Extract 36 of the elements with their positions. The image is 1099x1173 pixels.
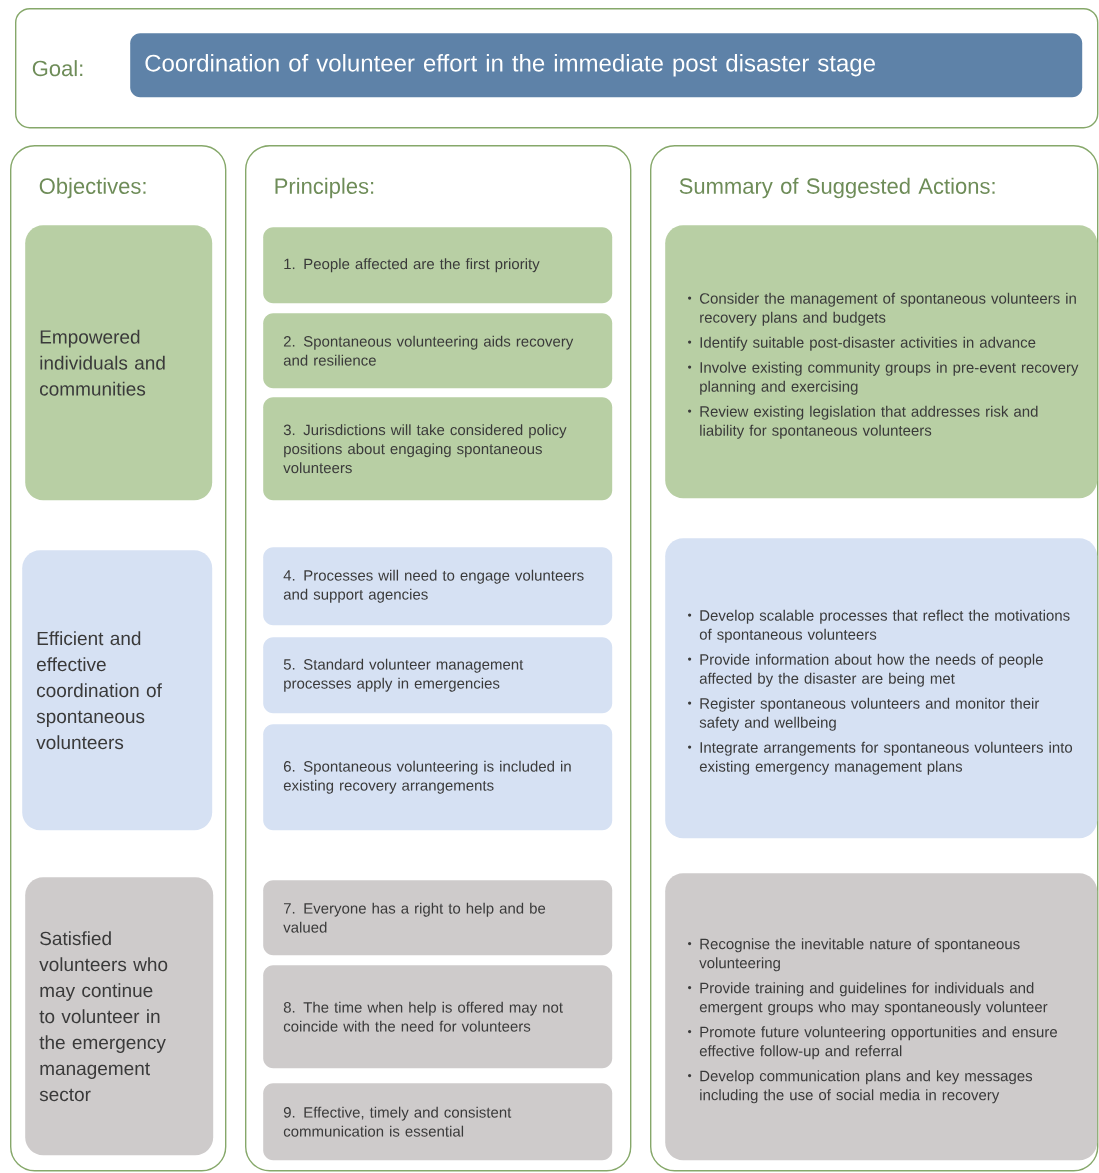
principle-box: 8. The time when help is offered may not coincide with the need for volunteers [263, 965, 613, 1069]
goal-label: Goal: [32, 60, 83, 77]
objective-box: Empowered individuals and communities [25, 225, 213, 501]
bullet-item: Involve existing community groups in pre-event recovery planning and exercising [688, 361, 1079, 395]
bullet-item: Identify suitable post-disaster activities in advance [688, 336, 1036, 351]
column-heading: Objectives: [39, 177, 146, 199]
objective-box: Satisfied volunteers who may continue to volunteer in the emergency management sector [25, 877, 214, 1156]
column-panel [10, 145, 227, 1172]
bullet-item: Integrate arrangements for spontaneous volunteers into existing emergency management plans [688, 741, 1073, 775]
principle-box: 7. Everyone has a right to help and be valued [263, 880, 613, 956]
principle-box: 1. People affected are the first priority [263, 227, 613, 304]
bullet-item: Review existing legislation that addresses risk and liability for spontaneous volunteers [688, 405, 1038, 439]
bullet-item: Provide information about how the needs of people affected by the disaster are being met [688, 653, 1043, 687]
column-panel [245, 145, 632, 1172]
bullet-item: Consider the management of spontaneous volunteers in recovery plans and budgets [688, 292, 1076, 326]
bullet-item: Recognise the inevitable nature of spontaneous volunteering [688, 938, 1020, 972]
action-box [665, 873, 1098, 1161]
bullet-item: Register spontaneous volunteers and monitor their safety and wellbeing [688, 697, 1040, 731]
principle-box: 6. Spontaneous volunteering is included in existing recovery arrangements [263, 724, 613, 831]
principle-box: 5. Standard volunteer management processes apply in emergencies [263, 637, 613, 714]
bullet-item: Promote future volunteering opportunities and ensure effective follow-up and referral [688, 1026, 1057, 1060]
action-box [665, 225, 1098, 499]
bullet-item: Develop scalable processes that reflect the motivations of spontaneous volunteers [688, 609, 1070, 643]
column-heading: Summary of Suggested Actions: [679, 177, 995, 199]
column-panel [650, 145, 1099, 1172]
bullet-item: Develop communication plans and key messages including the use of social media in recovery [688, 1070, 1033, 1104]
principle-box: 3. Jurisdictions will take considered policy positions about engaging spontaneous volunteers [263, 397, 613, 501]
bullet-item: Provide training and guidelines for individuals and emergent groups who may spontaneously volunteer [688, 982, 1048, 1016]
objective-box: Efficient and effective coordination of spontaneous volunteers [22, 550, 213, 831]
principle-box: 2. Spontaneous volunteering aids recovery and resilience [263, 313, 613, 389]
column-heading: Principles: [275, 177, 374, 199]
principle-box: 4. Processes will need to engage volunteers and support agencies [263, 547, 613, 626]
principle-box: 9. Effective, timely and consistent communication is essential [263, 1083, 613, 1161]
goal-box: Coordination of volunteer effort in the immediate post disaster stage [130, 33, 1083, 98]
action-box [665, 538, 1098, 839]
goal-panel [15, 8, 1099, 129]
